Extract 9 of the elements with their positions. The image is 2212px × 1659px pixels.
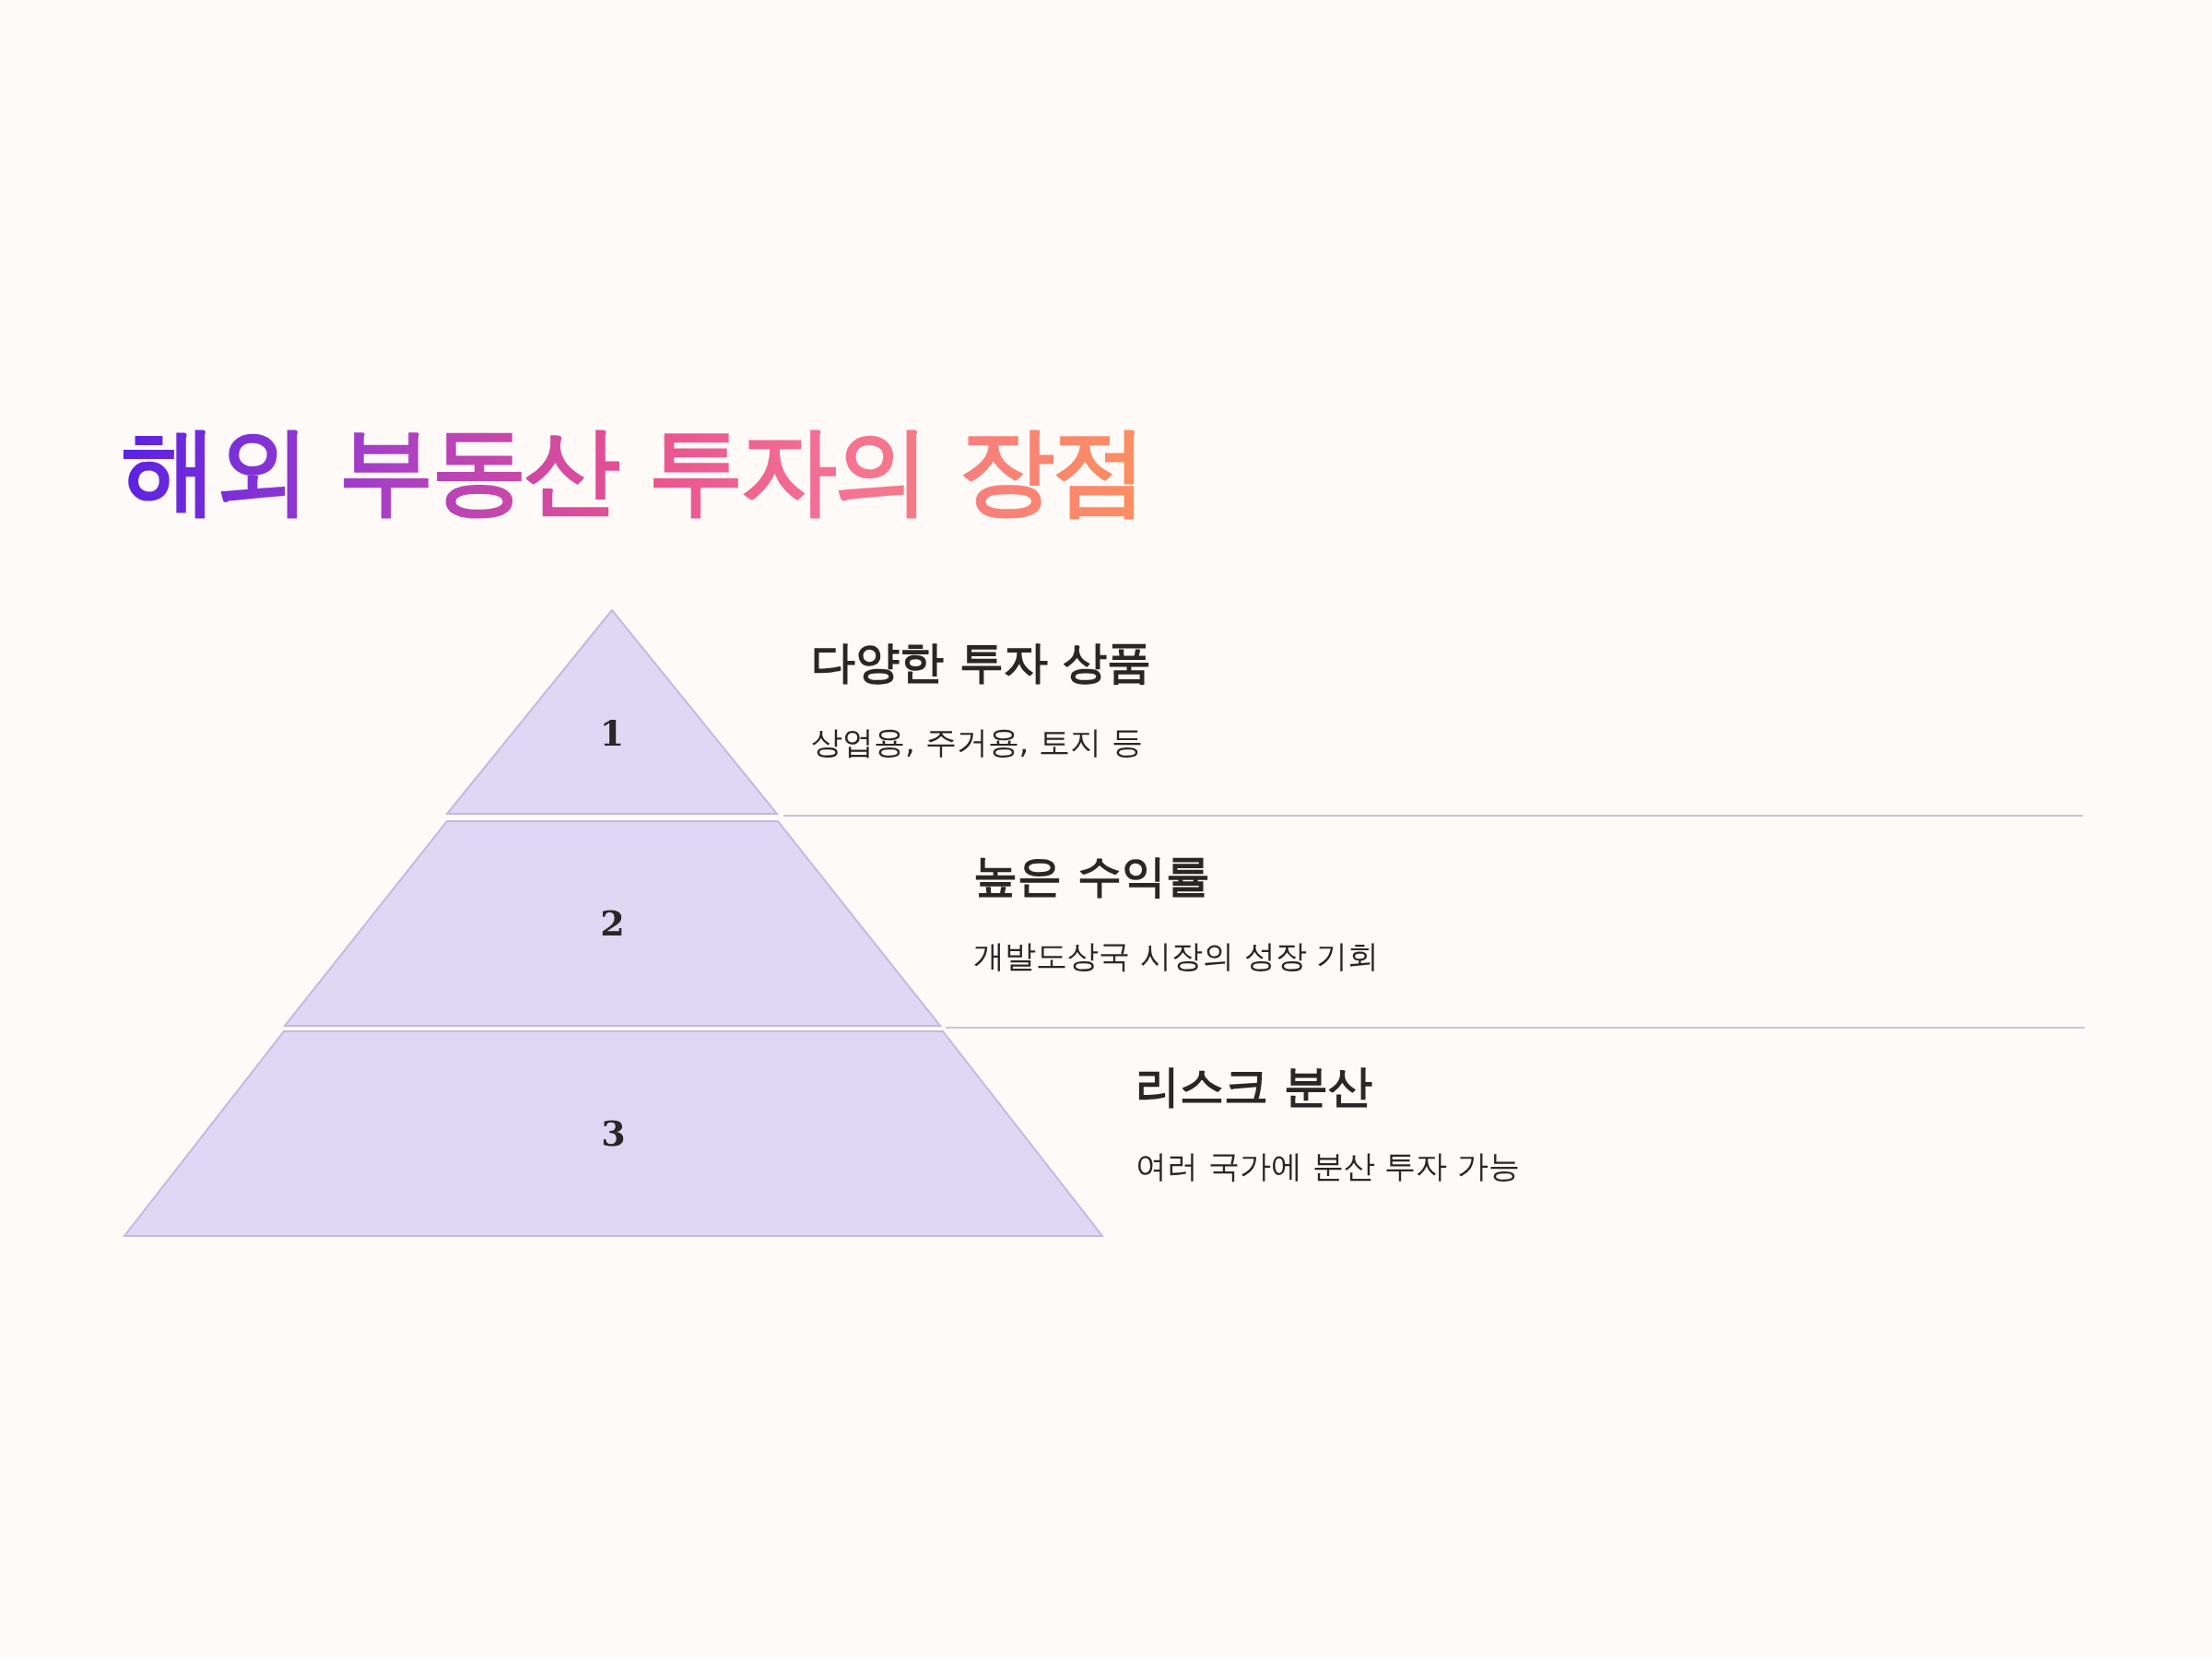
tier-description: 여러 국가에 분산 투자 가능 — [1135, 1147, 1521, 1185]
tier-description: 상업용, 주거용, 토지 등 — [811, 724, 1144, 761]
tier-number: 3 — [601, 1116, 626, 1151]
tier-description: 개발도상국 시장의 성장 기회 — [973, 937, 1380, 975]
tier-heading: 다양한 투자 상품 — [811, 636, 1152, 689]
tier-number: 1 — [599, 716, 625, 751]
tier-number: 2 — [600, 906, 625, 941]
tier-heading: 높은 수익률 — [973, 850, 1210, 903]
tier-heading: 리스크 분산 — [1135, 1060, 1372, 1113]
